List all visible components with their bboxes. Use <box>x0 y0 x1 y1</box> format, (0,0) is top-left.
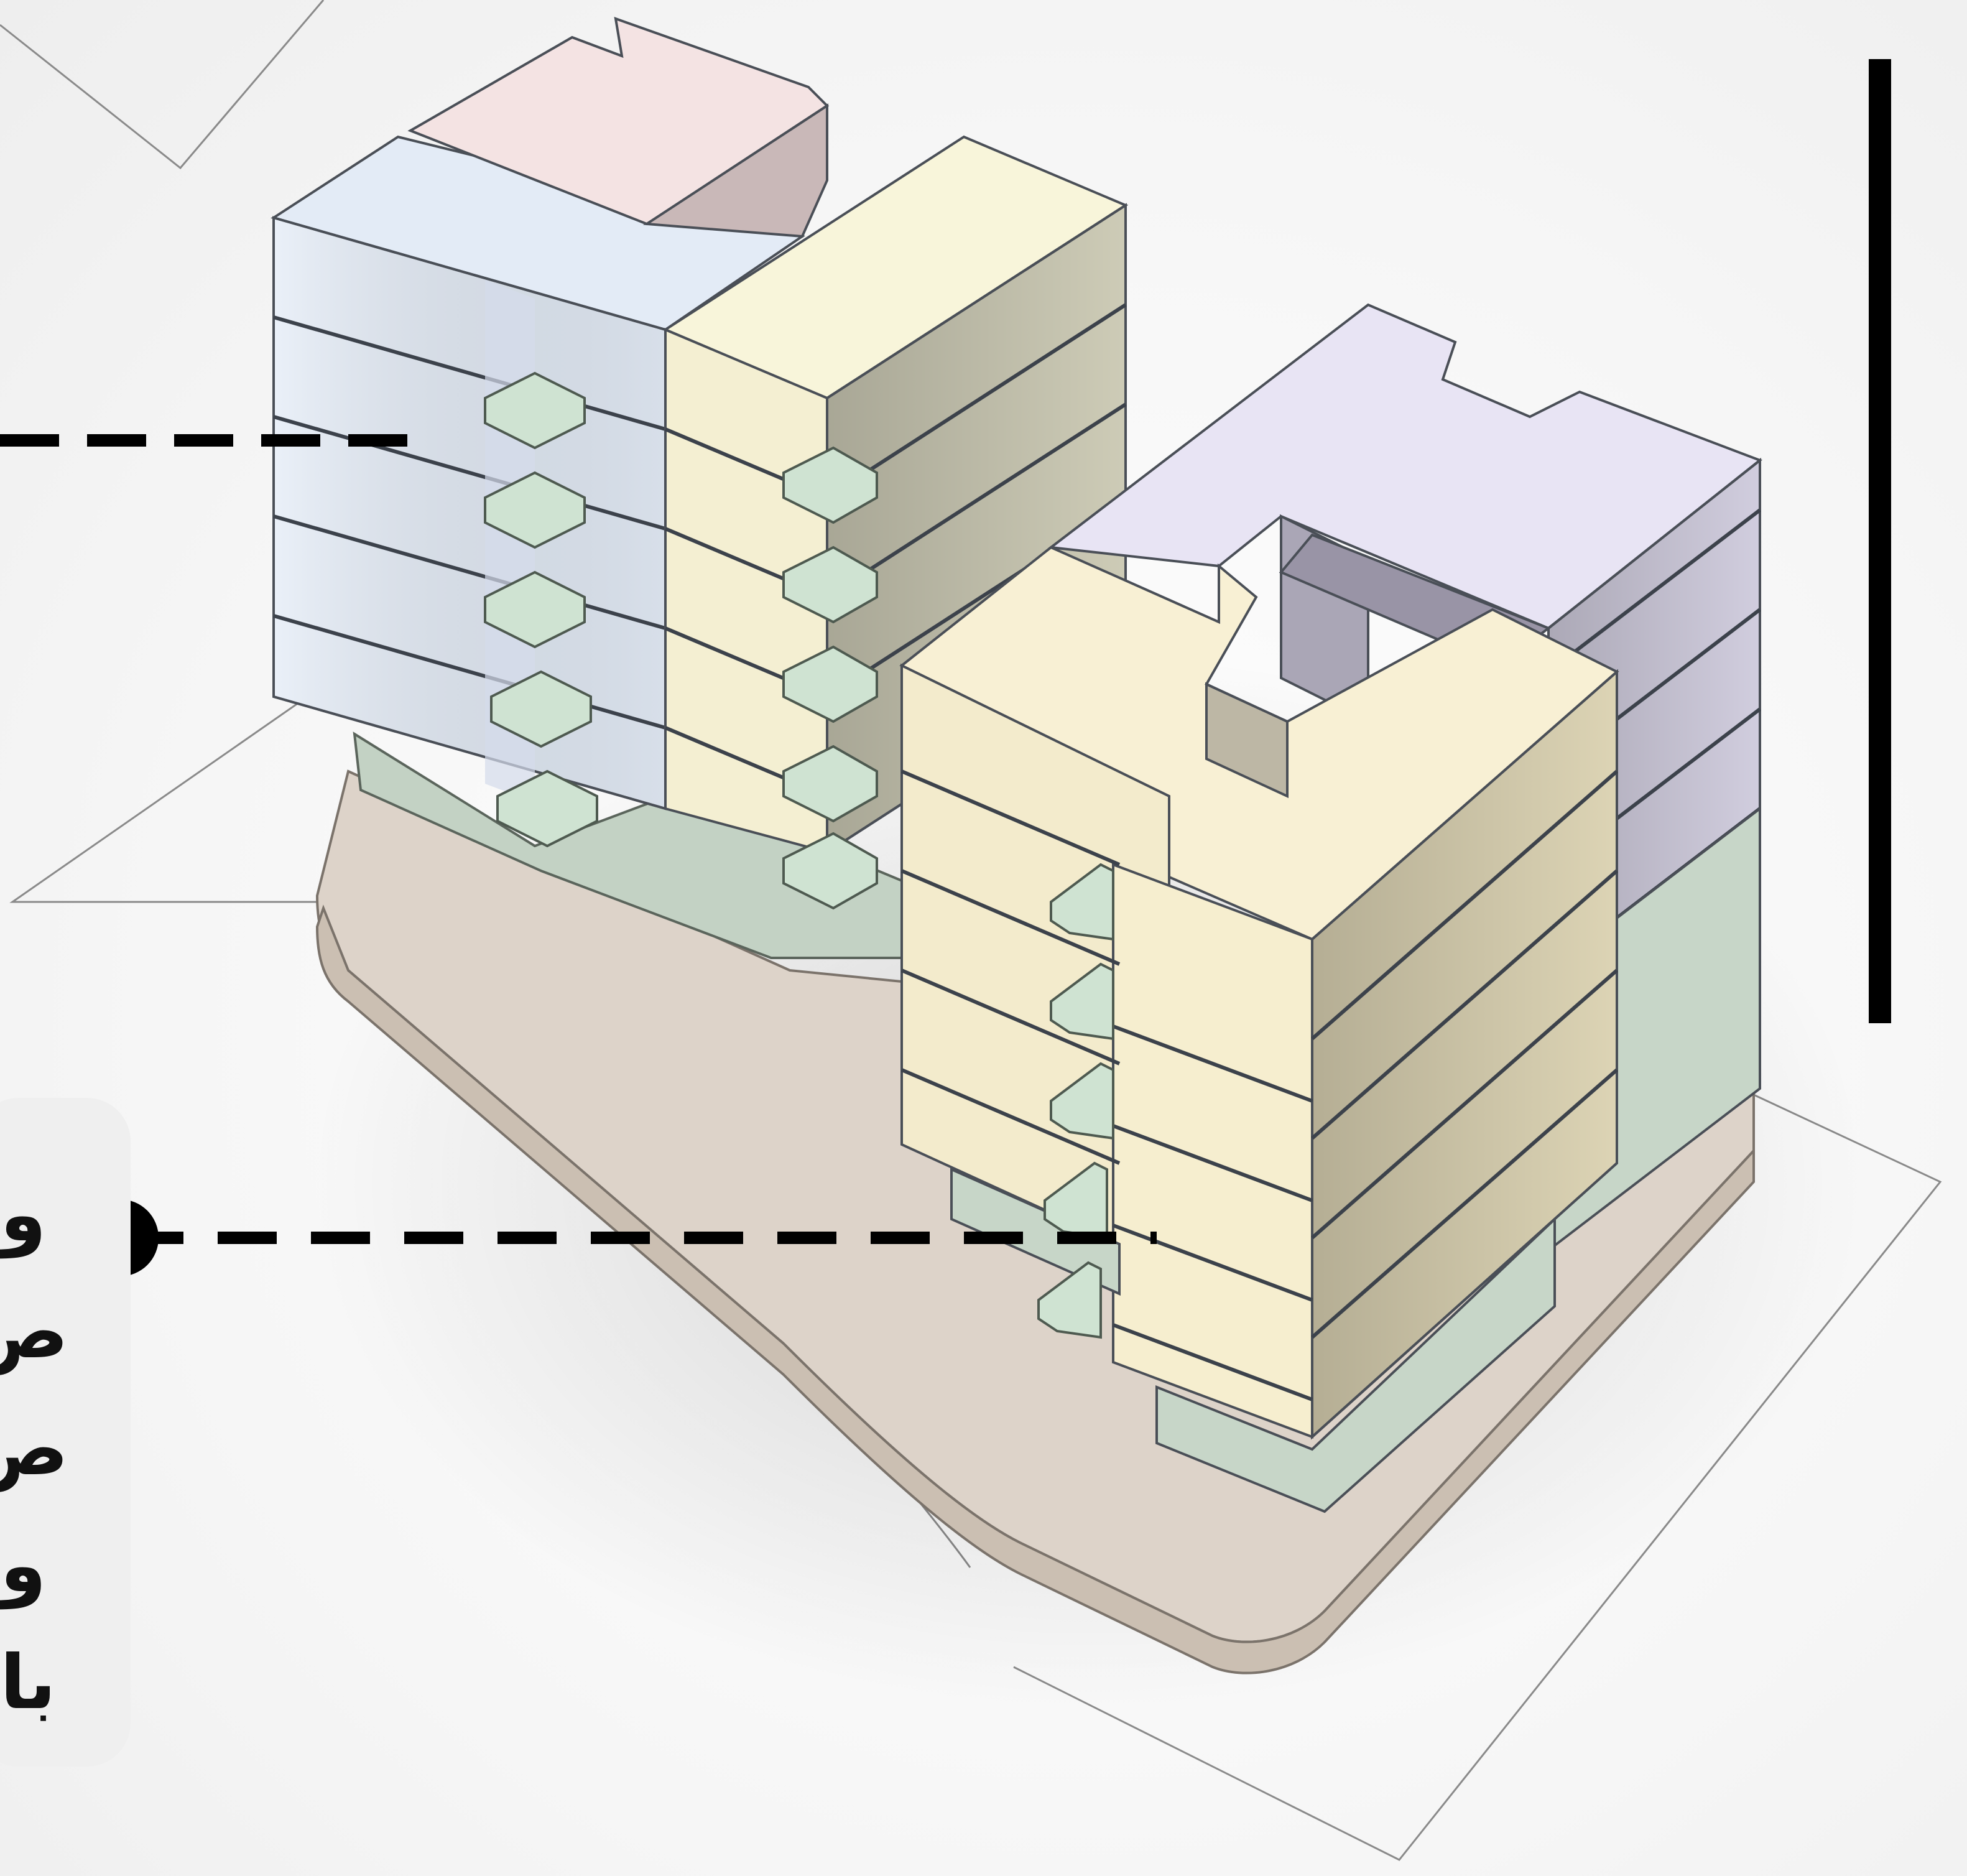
block-blue <box>271 135 805 810</box>
callout-text: و ص ص و با <box>0 1172 68 1726</box>
balconies-back <box>484 371 878 910</box>
callout-box <box>0 1098 131 1767</box>
balconies-front <box>1037 863 1114 1339</box>
height-indicator-bar <box>1869 59 1891 1023</box>
block-pink <box>407 16 830 238</box>
